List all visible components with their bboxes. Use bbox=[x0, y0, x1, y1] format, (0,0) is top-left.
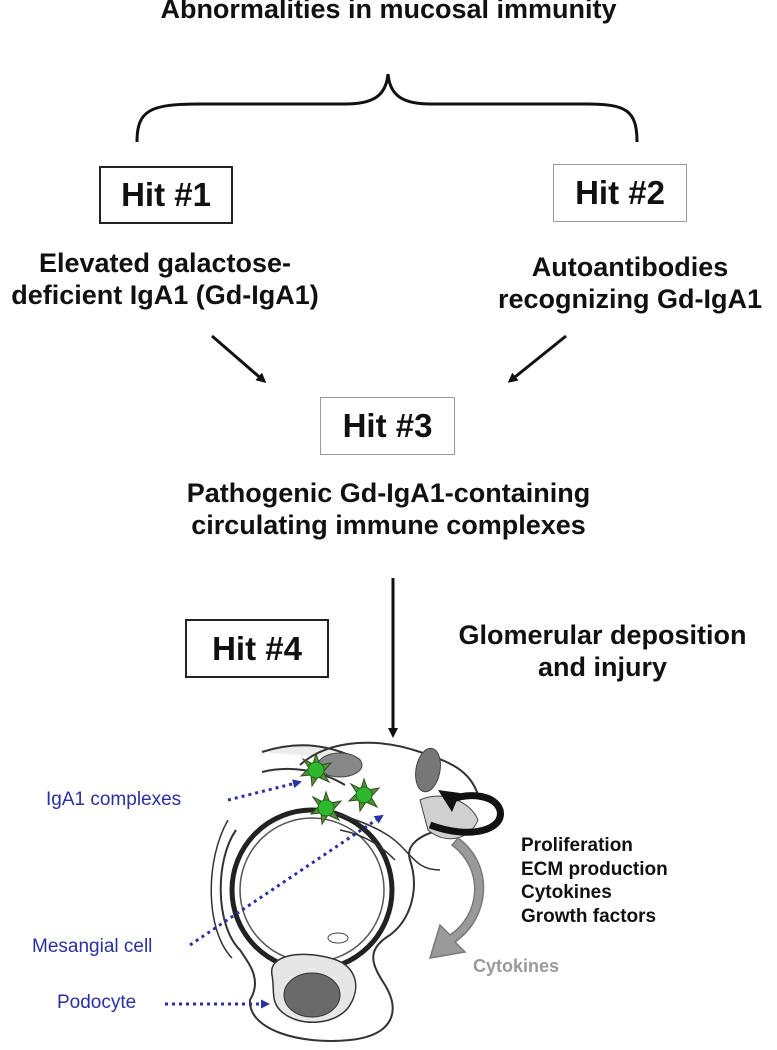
outcome-item: Proliferation bbox=[521, 835, 633, 856]
hit1-box: Hit #1 bbox=[99, 166, 233, 224]
outcome-item: Cytokines bbox=[521, 882, 612, 903]
pointer-iga1 bbox=[227, 779, 302, 802]
label-mesangial-cell: Mesangial cell bbox=[32, 936, 153, 957]
feedback-arrow bbox=[428, 792, 504, 836]
hit3-description: Pathogenic Gd-IgA1-containing circulatin… bbox=[186, 478, 591, 540]
capillary-loop bbox=[229, 807, 395, 973]
hit2-description: Autoantibodies recognizing Gd-IgA1 bbox=[497, 252, 762, 314]
outcome-item: Growth factors bbox=[521, 905, 657, 927]
label-iga1-complexes: IgA1 complexes bbox=[46, 789, 182, 810]
label-podocyte: Podocyte bbox=[57, 992, 137, 1013]
outcomes-list: Proliferation ECM production Cytokines G… bbox=[521, 834, 668, 928]
arrow-hit1-to-hit3 bbox=[211, 334, 267, 383]
hit2-box: Hit #2 bbox=[553, 164, 687, 222]
iga1-complexes bbox=[299, 752, 381, 826]
hit1-label: Hit #1 bbox=[121, 176, 211, 213]
hit1-description: Elevated galactose- deficient IgA1 (Gd-I… bbox=[11, 248, 319, 310]
hit2-label: Hit #2 bbox=[575, 174, 665, 211]
hit4-description: Glomerular deposition and injury bbox=[458, 620, 747, 682]
outcome-item: ECM production bbox=[521, 858, 668, 880]
brace bbox=[135, 73, 639, 143]
arrow-hit2-to-hit3 bbox=[507, 334, 567, 383]
diagram-title: Abnormalities in mucosal immunity bbox=[160, 0, 617, 24]
hit4-box: Hit #4 bbox=[185, 619, 329, 678]
hit4-label: Hit #4 bbox=[212, 629, 302, 667]
hit3-label: Hit #3 bbox=[342, 407, 433, 444]
hit3-box: Hit #3 bbox=[320, 397, 455, 455]
cytokine-arrow bbox=[428, 836, 485, 959]
glomerulus-illustration bbox=[210, 741, 479, 1042]
label-cytokines-gray: Cytokines bbox=[473, 956, 560, 976]
